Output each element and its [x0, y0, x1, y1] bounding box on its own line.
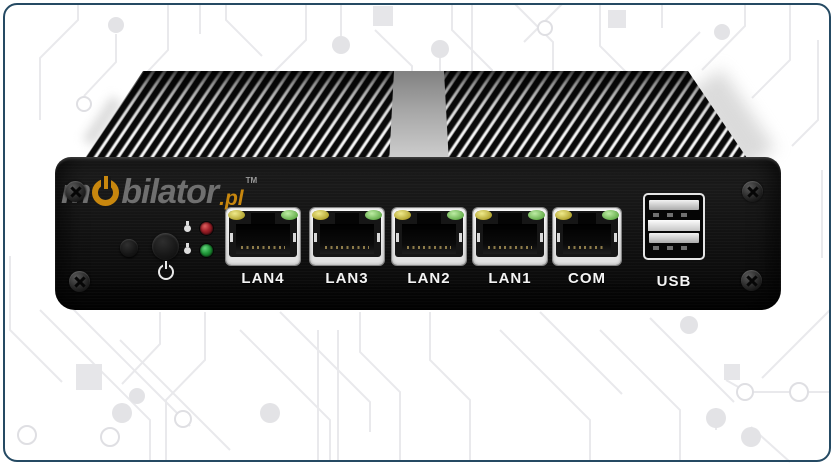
rj45-jack — [392, 208, 466, 265]
rj45-tab — [251, 213, 275, 225]
usb-contacts — [653, 246, 695, 250]
usb-divider — [648, 220, 700, 231]
screw-bottom-left-icon — [69, 271, 90, 292]
activity-led-yellow — [312, 210, 329, 220]
rj45-jack — [226, 208, 300, 265]
power-indicator-icon — [184, 243, 191, 254]
rj45-tab — [578, 213, 596, 225]
usb-dual-stack — [643, 193, 705, 260]
red-status-led — [200, 222, 213, 235]
rj45-notch — [614, 233, 617, 242]
rj45-body — [563, 224, 611, 254]
rj45-notch — [459, 233, 462, 242]
rj45-pins — [241, 246, 285, 249]
power-symbol-icon — [92, 179, 120, 206]
rj45-pins — [568, 246, 606, 249]
screw-top-left-icon — [65, 181, 86, 202]
port-label: USB — [656, 273, 692, 290]
lan4-port: LAN4 — [226, 208, 300, 287]
hdd-indicator-icon — [184, 221, 191, 232]
rj45-notch — [293, 233, 296, 242]
rj45-notch — [314, 233, 317, 242]
usb-port-bottom — [649, 233, 699, 243]
rj45-tab — [335, 213, 359, 225]
rj45-tab — [417, 213, 441, 225]
rj45-pins — [407, 246, 451, 249]
port-label: LAN4 — [241, 270, 285, 287]
link-led-green — [447, 210, 464, 220]
rj45-jack — [310, 208, 384, 265]
rj45-body — [402, 224, 456, 254]
lan2-port: LAN2 — [392, 208, 466, 287]
port-label: LAN2 — [407, 270, 451, 287]
port-label: LAN3 — [325, 270, 369, 287]
rj45-pins — [325, 246, 369, 249]
logo-text-bilator: bilator — [121, 173, 219, 211]
rj45-notch — [557, 233, 560, 242]
power-button — [152, 233, 179, 260]
rj45-notch — [477, 233, 480, 242]
rj45-notch — [230, 233, 233, 242]
rj45-body — [320, 224, 374, 254]
port-label: COM — [568, 270, 606, 287]
link-led-green — [281, 210, 298, 220]
usb-ports: USB — [643, 193, 705, 290]
activity-led-yellow — [394, 210, 411, 220]
activity-led-yellow — [228, 210, 245, 220]
usb-contacts — [653, 213, 695, 217]
link-led-green — [602, 210, 619, 220]
front-panel: mbilator.plTM L — [55, 157, 781, 310]
rj45-body — [236, 224, 290, 254]
trademark-symbol: TM — [245, 176, 258, 185]
activity-led-yellow — [475, 210, 492, 220]
rj45-jack — [553, 208, 621, 265]
power-icon — [158, 264, 174, 280]
rj45-notch — [396, 233, 399, 242]
activity-led-yellow — [555, 210, 572, 220]
lan1-port: LAN1 — [473, 208, 547, 287]
link-led-green — [365, 210, 382, 220]
rj45-notch — [377, 233, 380, 242]
usb-port-top — [649, 200, 699, 210]
rj45-body — [483, 224, 537, 254]
com-port: COM — [553, 208, 621, 287]
mobilator-logo: mbilator.plTM — [61, 173, 257, 213]
rj45-notch — [540, 233, 543, 242]
screw-bottom-right-icon — [741, 270, 762, 291]
link-led-green — [528, 210, 545, 220]
lan3-port: LAN3 — [310, 208, 384, 287]
green-status-led — [200, 244, 213, 257]
reset-button — [120, 239, 138, 257]
rj45-jack — [473, 208, 547, 265]
rj45-tab — [498, 213, 522, 225]
screw-top-right-icon — [742, 181, 763, 202]
port-label: LAN1 — [488, 270, 532, 287]
logo-domain: .pl — [219, 187, 244, 210]
rj45-pins — [488, 246, 532, 249]
